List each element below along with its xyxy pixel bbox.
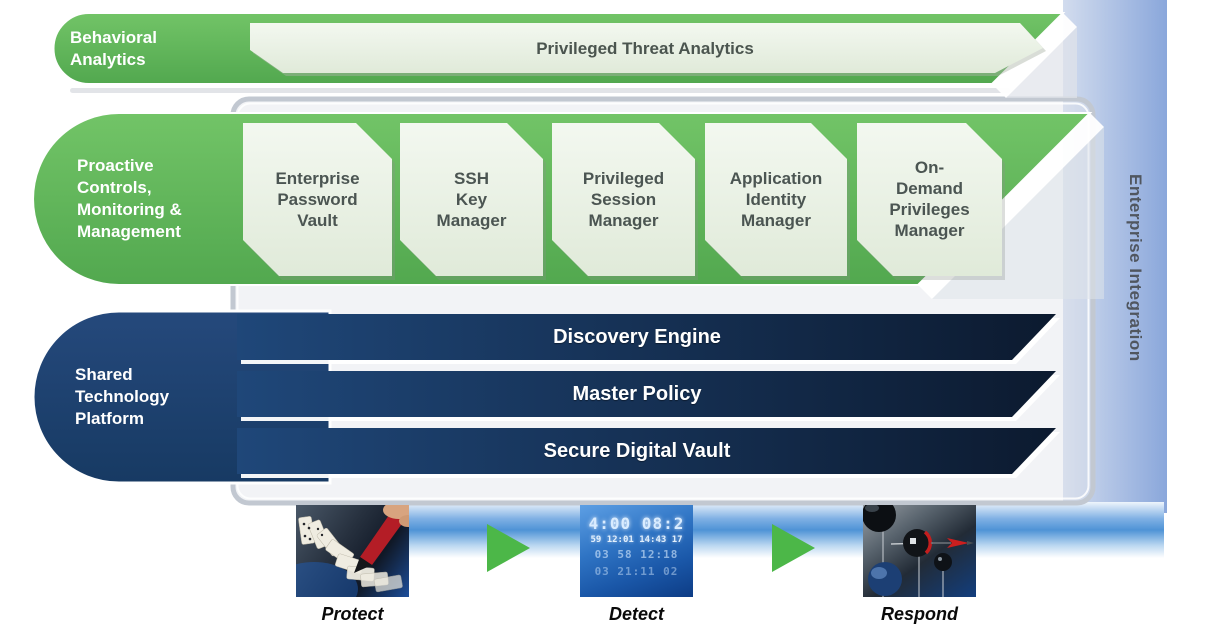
- enterprise-integration-label: Enterprise Integration: [1126, 174, 1145, 362]
- workflow-strip: [296, 502, 1164, 558]
- ssh-key-manager-label: SSH Key Manager: [436, 169, 507, 230]
- application-identity-manager-box: [705, 123, 847, 276]
- discovery-engine-label: Discovery Engine: [553, 326, 721, 348]
- proactive-band-label: Proactive Controls, Monitoring & Managem…: [77, 156, 182, 241]
- dart-illustration: [863, 505, 974, 597]
- ssh-key-manager-box: [400, 123, 543, 276]
- application-identity-manager-label: Application Identity Manager: [729, 169, 823, 230]
- discovery-engine-arrow: [237, 314, 1056, 360]
- on-demand-privileges-manager-label: On- Demand Privileges Manager: [889, 158, 970, 240]
- step-arrow-icon: [772, 524, 815, 572]
- respond-photo: [863, 505, 976, 597]
- step-label-protect: Protect: [321, 604, 384, 624]
- product-boxes: [243, 123, 1002, 276]
- layer-arrows: [237, 314, 1060, 478]
- secure-digital-vault-label: Secure Digital Vault: [543, 440, 731, 462]
- band-shadow: [70, 88, 1010, 93]
- protect-photo: [296, 505, 409, 597]
- platform-pill-label: Shared Technology Platform: [75, 365, 170, 428]
- detect-photo: 4:00 08:2 59 12:01 14:43 17 03 58 12:18 …: [580, 505, 693, 597]
- step-arrow-icon: [487, 524, 530, 572]
- on-demand-privileges-manager-box: [857, 123, 1002, 276]
- privileged-session-manager-box: [552, 123, 695, 276]
- privileged-threat-analytics-label: Privileged Threat Analytics: [536, 39, 754, 58]
- fold-decoration-behavioral: [992, 13, 1077, 98]
- master-policy-arrow: [237, 371, 1056, 417]
- dominoes-illustration: [296, 505, 409, 597]
- enterprise-password-vault-box: [243, 123, 392, 276]
- step-label-detect: Detect: [608, 604, 665, 624]
- privileged-session-manager-label: Privileged Session Manager: [582, 169, 665, 230]
- master-policy-label: Master Policy: [572, 383, 702, 405]
- enterprise-password-vault-label: Enterprise Password Vault: [275, 169, 360, 230]
- behavioral-band-label: Behavioral Analytics: [70, 28, 157, 69]
- secure-digital-vault-arrow: [237, 428, 1056, 474]
- step-label-respond: Respond: [880, 604, 958, 624]
- privileged-threat-analytics-arrow: [250, 23, 1043, 73]
- clock-illustration: 4:00 08:2: [588, 514, 685, 533]
